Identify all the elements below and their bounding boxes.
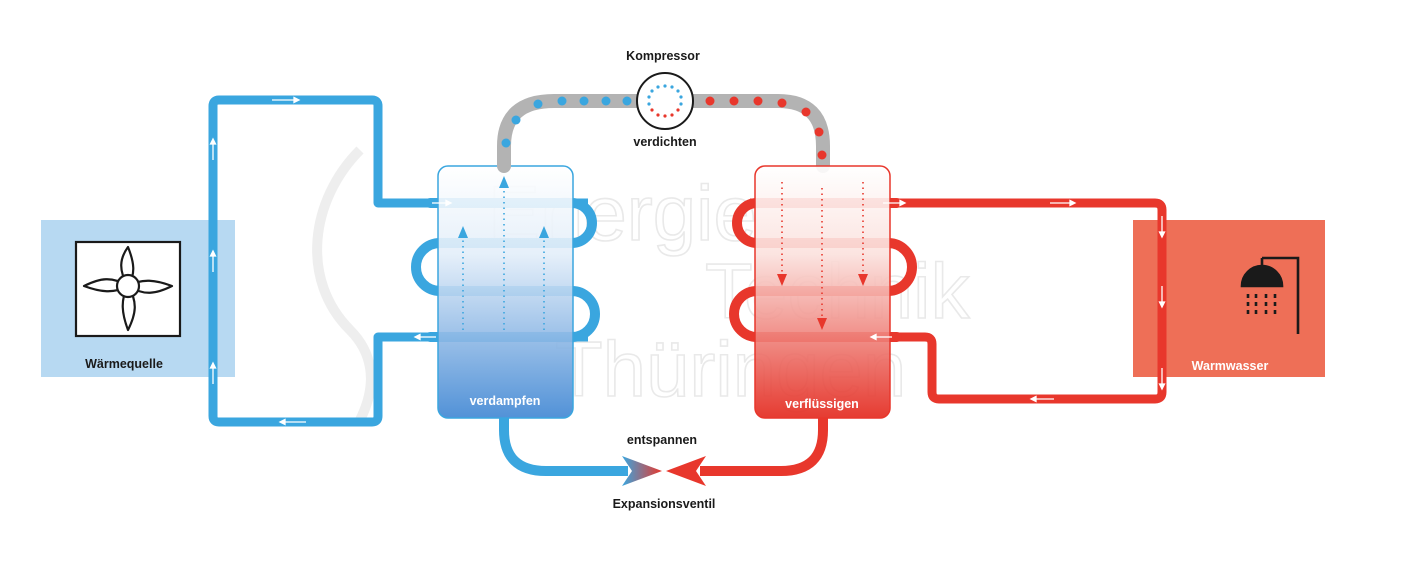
expand-label: entspannen: [627, 433, 697, 447]
heat-source-label: Wärmequelle: [85, 357, 163, 371]
shower-icon: [1240, 256, 1300, 334]
condenser-to-valve-pipe: [700, 418, 828, 476]
pipe-direction-arrows: [209, 96, 1166, 426]
evaporate-label: verdampfen: [470, 394, 541, 408]
compressor: [636, 72, 694, 130]
evaporator: [437, 165, 574, 419]
condenser: [754, 165, 891, 419]
condenser-coil: [729, 198, 917, 342]
evaporator-coil: [411, 198, 600, 342]
expansion-valve-label: Expansionsventil: [613, 497, 716, 511]
condenser-arrow-heads: [777, 274, 868, 330]
compressor-label: Kompressor: [626, 49, 700, 63]
evaporator-to-valve-pipe: [499, 418, 628, 476]
expansion-valve: [622, 456, 706, 486]
refrigerant-dots-cold: [501, 96, 632, 148]
condenser-flow-arrows: [781, 182, 864, 322]
fan-icon: [74, 240, 182, 338]
hot-water-label: Warmwasser: [1192, 359, 1269, 373]
compress-label: verdichten: [633, 135, 696, 149]
condense-label: verflüssigen: [785, 397, 859, 411]
evaporator-arrow-heads: [458, 176, 549, 238]
refrigerant-dots-hot: [705, 96, 827, 160]
evaporator-flow-arrows: [462, 184, 545, 330]
